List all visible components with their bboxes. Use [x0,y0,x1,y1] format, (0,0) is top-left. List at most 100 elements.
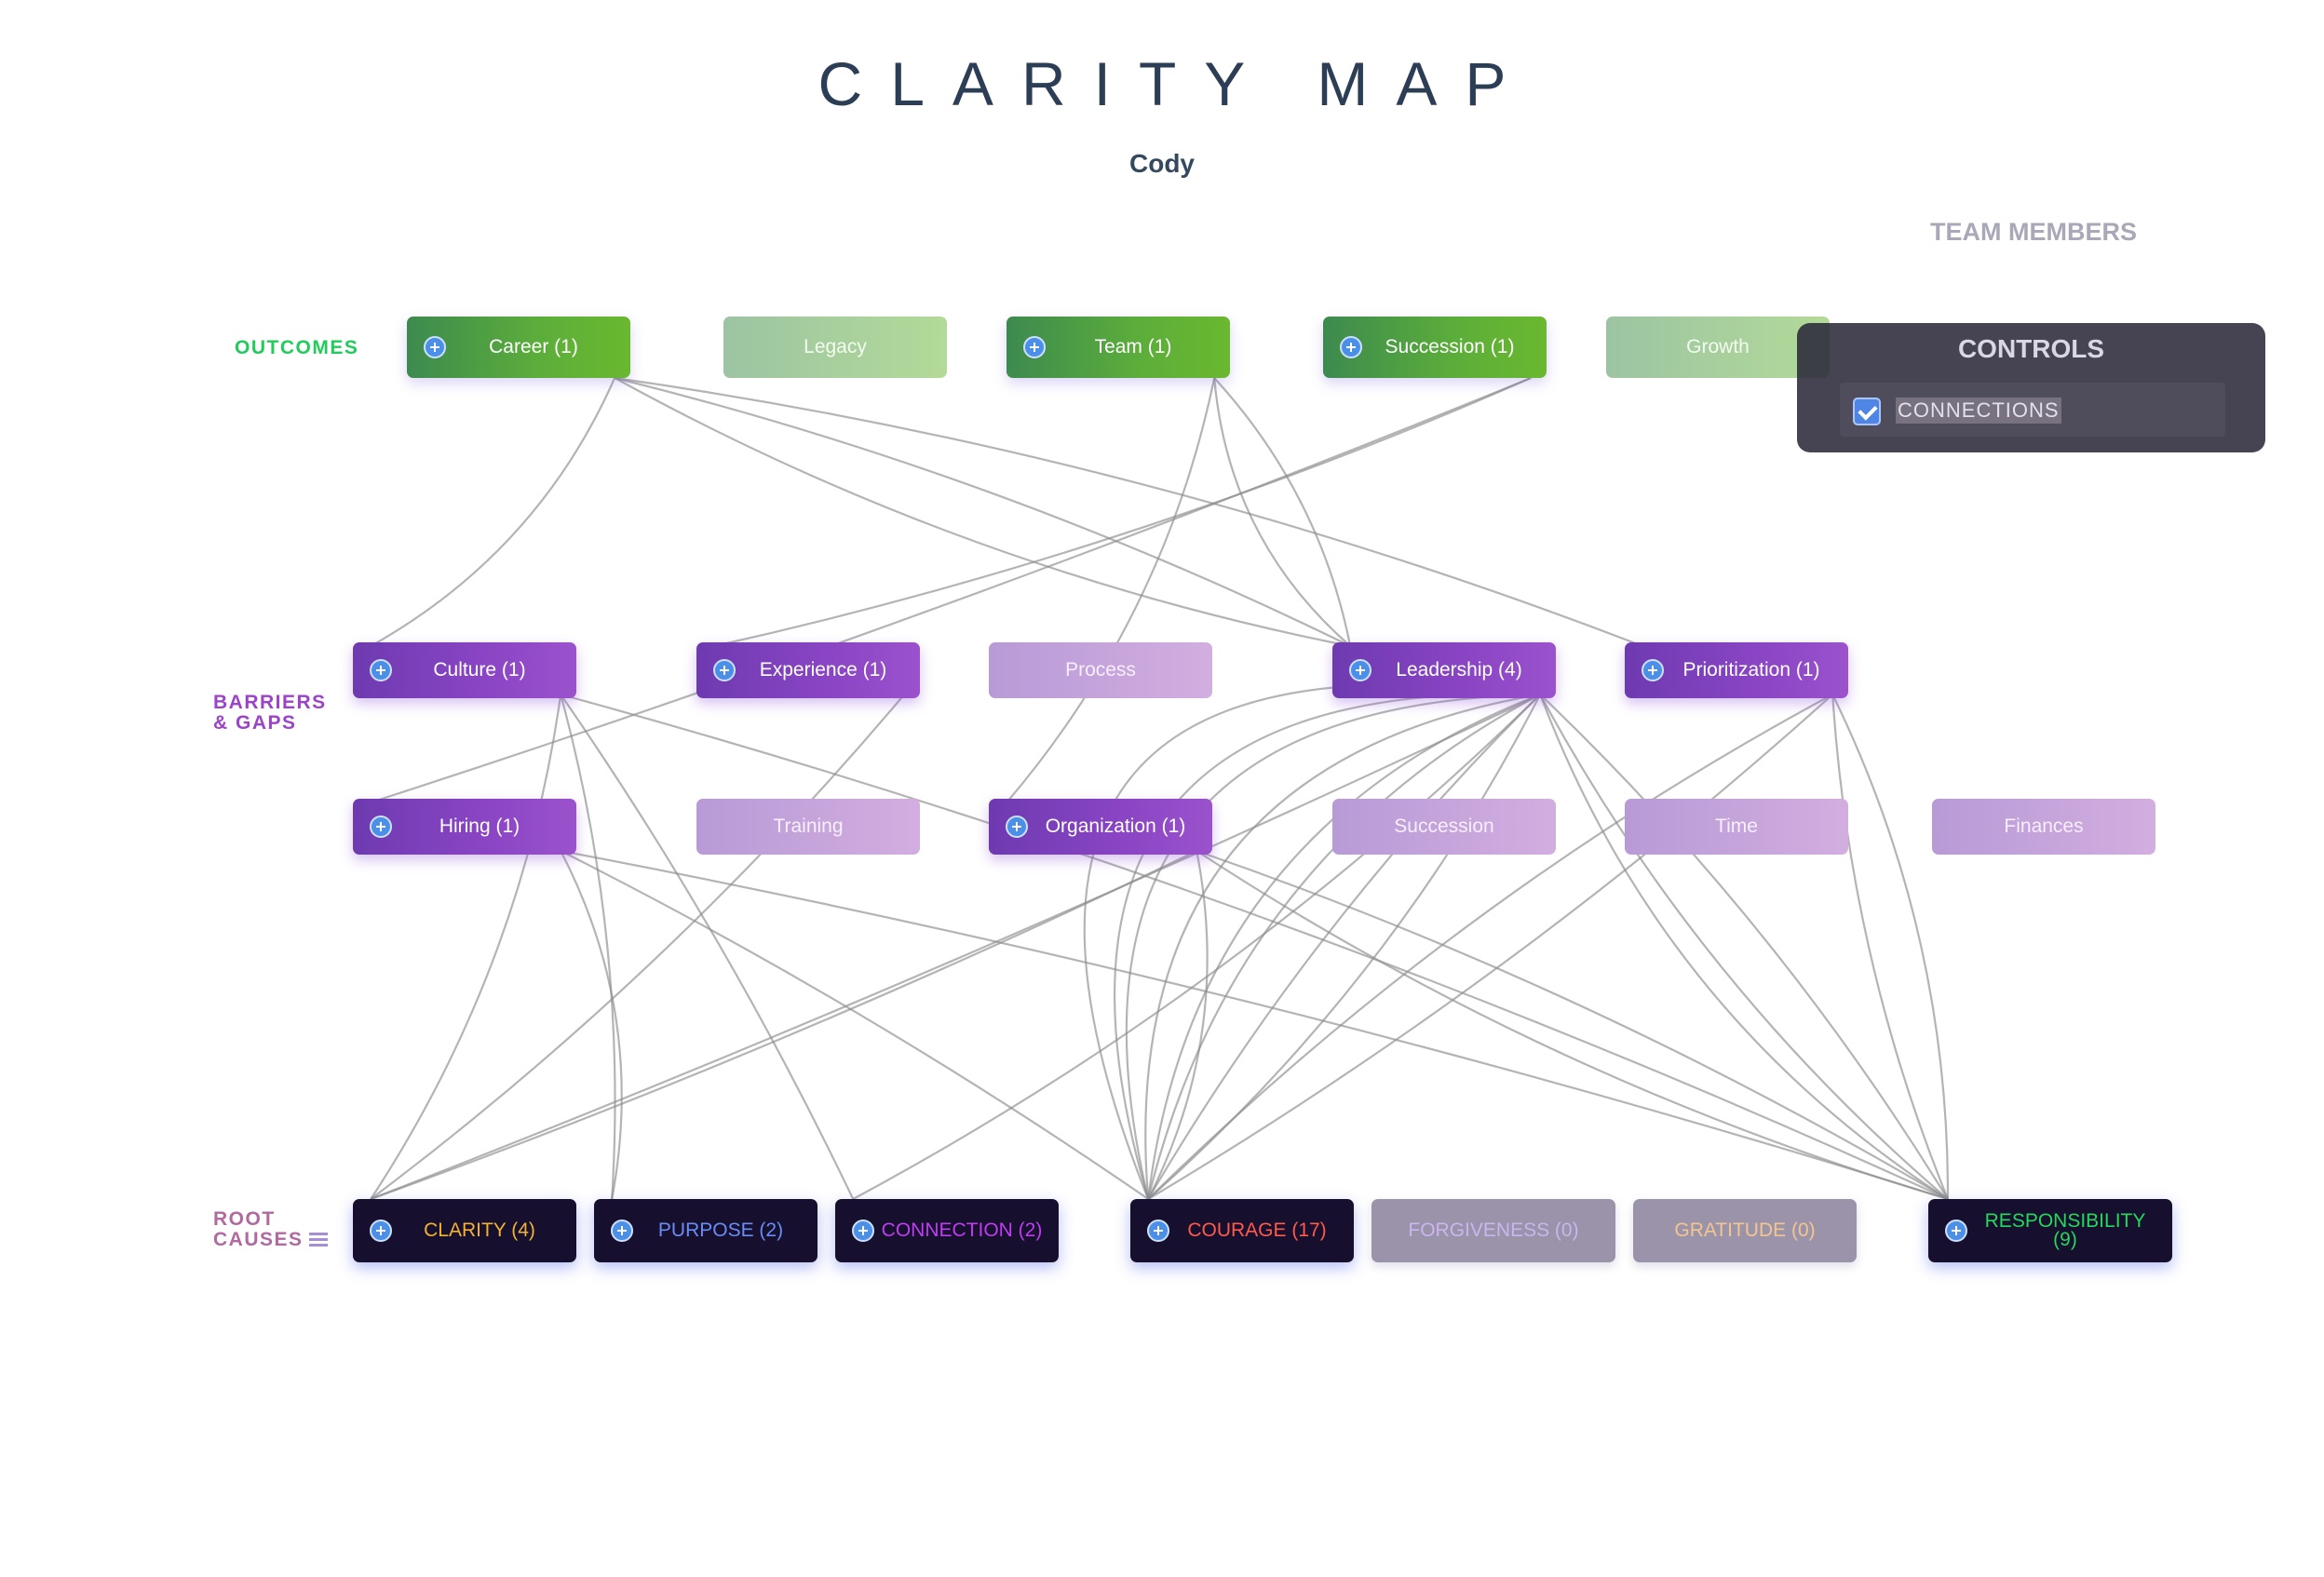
connection-line [1196,850,1949,1201]
plus-circle-icon[interactable] [370,1220,392,1242]
barrier-node-label: Succession [1394,815,1494,837]
plus-circle-icon[interactable] [1023,336,1046,358]
connection-line [1147,850,1209,1200]
controls-panel: CONTROLS CONNECTIONS [1797,323,2265,452]
connection-line [1125,693,1541,1200]
barrier-node-finances[interactable]: Finances [1932,799,2155,855]
connections-toggle-label: CONNECTIONS [1896,398,2061,424]
barrier-node-leadership[interactable]: Leadership (4) [1332,642,1556,698]
root-node-label: FORGIVENESS (0) [1408,1220,1579,1241]
barrier-node-label: Finances [2004,815,2084,837]
connection-line [1539,694,1949,1200]
connection-line [1831,694,1950,1200]
connection-line [1147,694,1542,1200]
root-node-clarity[interactable]: CLARITY (4) [353,1199,576,1262]
barrier-node-organization[interactable]: Organization (1) [989,799,1212,855]
connection-line [560,850,623,1200]
root-node-responsibility[interactable]: RESPONSIBILITY (9) [1928,1199,2172,1262]
barriers-row-label: BARRIERS & GAPS [213,693,327,734]
connection-line [713,376,1532,648]
connection-line [615,376,1643,648]
barrier-node-culture[interactable]: Culture (1) [353,642,576,698]
barrier-node-time[interactable]: Time [1625,799,1848,855]
plus-circle-icon[interactable] [713,659,736,681]
plus-circle-icon[interactable] [1147,1220,1169,1242]
root-node-purpose[interactable]: PURPOSE (2) [594,1199,817,1262]
outcome-node-career[interactable]: Career (1) [407,317,630,378]
connections-checkbox[interactable] [1853,398,1881,425]
team-members-link[interactable]: TEAM MEMBERS [1930,218,2137,246]
plus-circle-icon[interactable] [1642,659,1664,681]
page-subtitle: Cody [1129,149,1195,178]
root-node-label: RESPONSIBILITY (9) [1984,1210,2146,1250]
outcome-node-team[interactable]: Team (1) [1007,317,1230,378]
barrier-node-prioritization[interactable]: Prioritization (1) [1625,642,1848,698]
barrier-node-training[interactable]: Training [696,799,920,855]
barrier-node-label: Leadership (4) [1396,659,1522,681]
connection-line [1539,694,1949,1200]
root-node-connection[interactable]: CONNECTION (2) [835,1199,1059,1262]
connection-line [1147,694,1541,1200]
barrier-node-label: Hiring (1) [439,815,520,837]
root-causes-row-label: ROOT CAUSES [213,1209,328,1250]
outcome-node-label: Legacy [804,336,867,357]
barrier-node-hiring[interactable]: Hiring (1) [353,799,576,855]
connection-line [560,693,1949,1200]
plus-circle-icon[interactable] [1006,815,1028,838]
connection-line [1147,694,1541,1200]
outcome-node-label: Succession (1) [1385,336,1515,357]
roots-label-line2: CAUSES [213,1230,328,1250]
root-node-gratitude[interactable]: GRATITUDE (0) [1633,1199,1857,1262]
connection-line [1006,377,1216,803]
connection-line [560,694,855,1200]
connection-line [560,694,616,1200]
plus-circle-icon[interactable] [611,1220,633,1242]
root-node-courage[interactable]: COURAGE (17) [1130,1199,1354,1262]
connections-toggle-row[interactable]: CONNECTIONS [1840,383,2225,437]
root-node-label: GRATITUDE (0) [1674,1220,1816,1241]
plus-circle-icon[interactable] [370,659,392,681]
barriers-label-line1: BARRIERS [213,692,327,713]
connection-line [1147,694,1833,1200]
plus-circle-icon[interactable] [1945,1220,1967,1242]
barrier-node-experience[interactable]: Experience (1) [696,642,920,698]
connection-line [1213,377,1352,647]
outcome-node-succession[interactable]: Succession (1) [1323,317,1547,378]
connection-line [614,376,1351,647]
outcome-node-legacy[interactable]: Legacy [723,317,947,378]
plus-circle-icon[interactable] [370,815,392,838]
outcomes-label-text: OUTCOMES [235,337,359,358]
connection-line [1213,377,1351,647]
connection-line [1144,693,1541,1200]
plus-circle-icon[interactable] [424,336,446,358]
root-node-label: COURAGE (17) [1187,1220,1327,1241]
barrier-node-label: Process [1065,659,1136,681]
plus-circle-icon[interactable] [1349,659,1371,681]
page-title: CLARITY MAP [817,49,1534,118]
barrier-node-label: Experience (1) [759,659,887,681]
root-node-label: PURPOSE (2) [657,1220,784,1241]
connection-line [1147,694,1833,1200]
plus-circle-icon[interactable] [1340,336,1362,358]
barrier-node-succession2[interactable]: Succession [1332,799,1556,855]
outcome-node-label: Team (1) [1094,336,1172,357]
connection-line [1113,693,1541,1200]
barrier-node-label: Organization (1) [1045,815,1186,837]
barrier-node-process[interactable]: Process [989,642,1212,698]
root-node-label: CLARITY (4) [424,1220,535,1241]
list-icon[interactable] [308,1233,328,1247]
connection-line [370,694,906,1200]
connection-line [1196,849,1949,1200]
connection-line [370,694,562,1200]
barrier-node-label: Prioritization (1) [1682,659,1820,681]
connection-line [852,694,1541,1200]
connection-line [370,376,1532,804]
connection-line [370,377,616,647]
outcome-node-growth[interactable]: Growth [1606,317,1830,378]
connection-line [1147,693,1541,1200]
root-node-forgiveness[interactable]: FORGIVENESS (0) [1371,1199,1615,1262]
plus-circle-icon[interactable] [852,1220,874,1242]
root-node-label: CONNECTION (2) [881,1220,1043,1241]
roots-label-line1: ROOT [213,1208,276,1230]
connection-line [560,850,1149,1200]
